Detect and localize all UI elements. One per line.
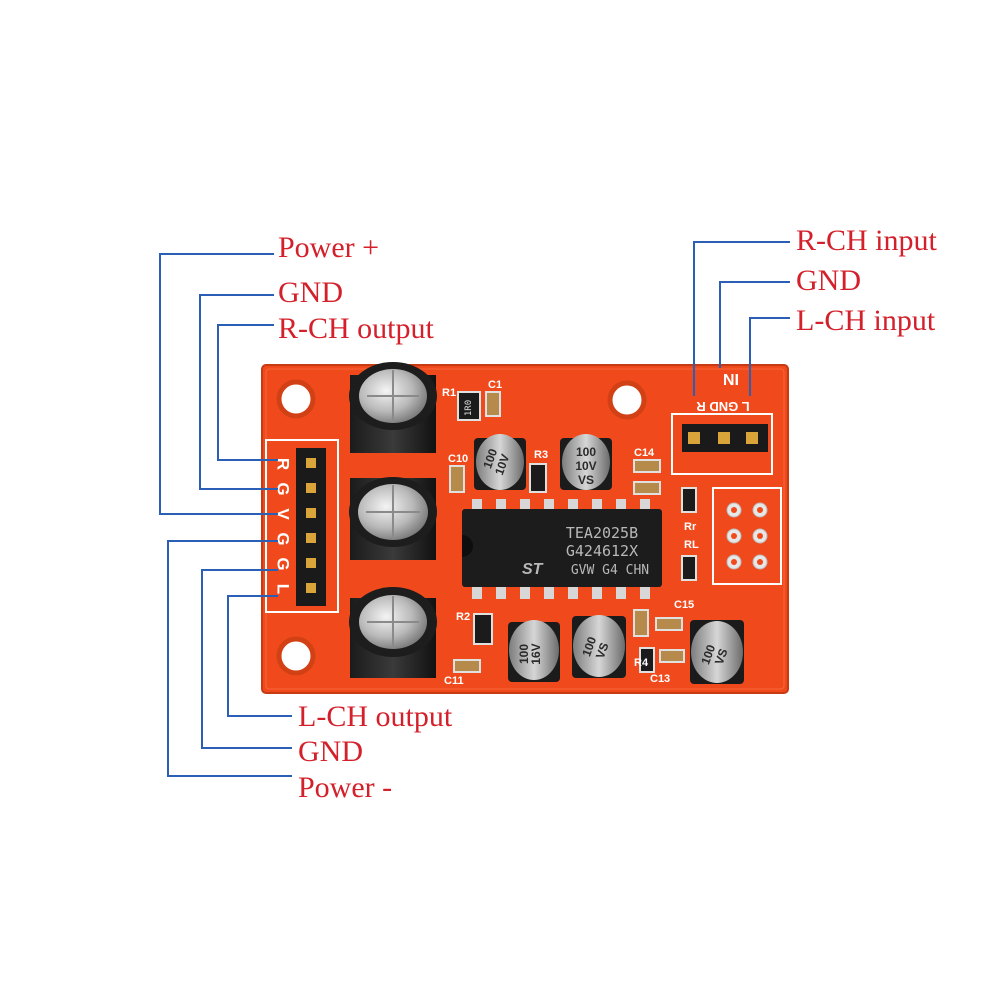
chip-line-3: GVW G4 CHN bbox=[571, 563, 649, 578]
chip-line-1: TEA2025B bbox=[566, 524, 638, 542]
input-header-title: IN bbox=[723, 370, 739, 387]
label-rch-output: R-CH output bbox=[278, 312, 434, 345]
label-gnd-input: GND bbox=[796, 264, 861, 297]
refdes-c10: C10 bbox=[448, 453, 468, 465]
refdes-r2: R2 bbox=[456, 611, 470, 623]
cap-marking: VS bbox=[578, 473, 594, 487]
smd-capacitor-small bbox=[655, 617, 683, 631]
large-capacitor bbox=[349, 477, 437, 560]
label-gnd-top: GND bbox=[278, 276, 343, 309]
input-pin-header bbox=[682, 424, 768, 452]
cap-marking: 10V bbox=[492, 452, 512, 477]
cap-marking: VS bbox=[593, 641, 612, 661]
refdes-c15: C15 bbox=[674, 599, 694, 611]
smd-capacitor-small bbox=[633, 481, 661, 495]
smd-capacitor-small bbox=[453, 659, 481, 673]
large-capacitor bbox=[349, 587, 437, 678]
smd-capacitor-small bbox=[633, 609, 649, 637]
smd-resistor bbox=[639, 647, 655, 673]
output-header-outline bbox=[265, 439, 339, 613]
input-header-labels: L GND R bbox=[696, 399, 750, 414]
refdes-c1: C1 bbox=[488, 379, 502, 391]
label-power-minus: Power - bbox=[298, 771, 393, 804]
resistor-code: 1R0 bbox=[464, 400, 474, 416]
cap-marking: VS bbox=[712, 647, 731, 667]
cap-marking: 100 bbox=[517, 644, 531, 664]
isp-footprint bbox=[712, 487, 782, 585]
leader-lines bbox=[159, 241, 790, 777]
refdes-c11: C11 bbox=[444, 675, 464, 687]
refdes-r3: R3 bbox=[534, 449, 548, 461]
refdes-c13: C13 bbox=[650, 673, 670, 685]
chip-line-2: G424612X bbox=[566, 542, 638, 560]
smd-capacitor-small bbox=[633, 459, 661, 473]
smd-capacitor-small bbox=[659, 649, 685, 663]
smd-capacitor bbox=[508, 620, 560, 682]
output-pin-header bbox=[296, 448, 326, 606]
smd-capacitor bbox=[560, 434, 612, 490]
smd-resistor bbox=[681, 555, 697, 581]
cap-marking: 100 bbox=[480, 447, 500, 471]
st-logo-icon: ST bbox=[522, 561, 544, 578]
label-power-plus: Power + bbox=[278, 231, 380, 264]
output-pin-label: G bbox=[274, 557, 293, 570]
mounting-hole-icon bbox=[276, 636, 316, 676]
label-rch-input: R-CH input bbox=[796, 224, 937, 257]
cap-marking: 16V bbox=[529, 643, 543, 664]
cap-marking: 100 bbox=[576, 445, 596, 459]
refdes-c14: C14 bbox=[634, 447, 655, 459]
smd-capacitor bbox=[572, 615, 626, 678]
output-pin-label: R bbox=[274, 458, 293, 470]
smd-resistor bbox=[473, 613, 493, 645]
tea2025-chip: TEA2025B G424612X GVW G4 CHN ST bbox=[462, 499, 662, 599]
refdes-r4: R4 bbox=[634, 657, 649, 669]
input-header-outline bbox=[671, 413, 773, 475]
smd-resistor: 1R0 bbox=[457, 391, 481, 421]
smd-capacitor bbox=[474, 434, 526, 490]
output-pin-label: L bbox=[274, 584, 293, 594]
output-pin-label: G bbox=[274, 482, 293, 495]
refdes-rr: Rr bbox=[684, 521, 697, 533]
refdes-r1: R1 bbox=[442, 387, 456, 399]
large-capacitor bbox=[349, 362, 437, 453]
smd-capacitor-small bbox=[449, 465, 465, 493]
refdes-rl: RL bbox=[684, 539, 699, 551]
smd-capacitor bbox=[690, 620, 744, 684]
cap-marking: 100 bbox=[579, 635, 599, 659]
smd-resistor bbox=[529, 463, 547, 493]
smd-capacitor-small bbox=[485, 391, 501, 417]
output-pin-label: V bbox=[274, 508, 293, 520]
mounting-hole-icon bbox=[607, 380, 647, 420]
cap-marking: 10V bbox=[575, 459, 596, 473]
label-gnd-bottom: GND bbox=[298, 735, 363, 768]
label-lch-output: L-CH output bbox=[298, 700, 453, 733]
output-pin-label: G bbox=[274, 532, 293, 545]
label-lch-input: L-CH input bbox=[796, 304, 936, 337]
cap-marking: 100 bbox=[698, 643, 718, 667]
smd-resistor bbox=[681, 487, 697, 513]
mounting-hole-icon bbox=[276, 379, 316, 419]
